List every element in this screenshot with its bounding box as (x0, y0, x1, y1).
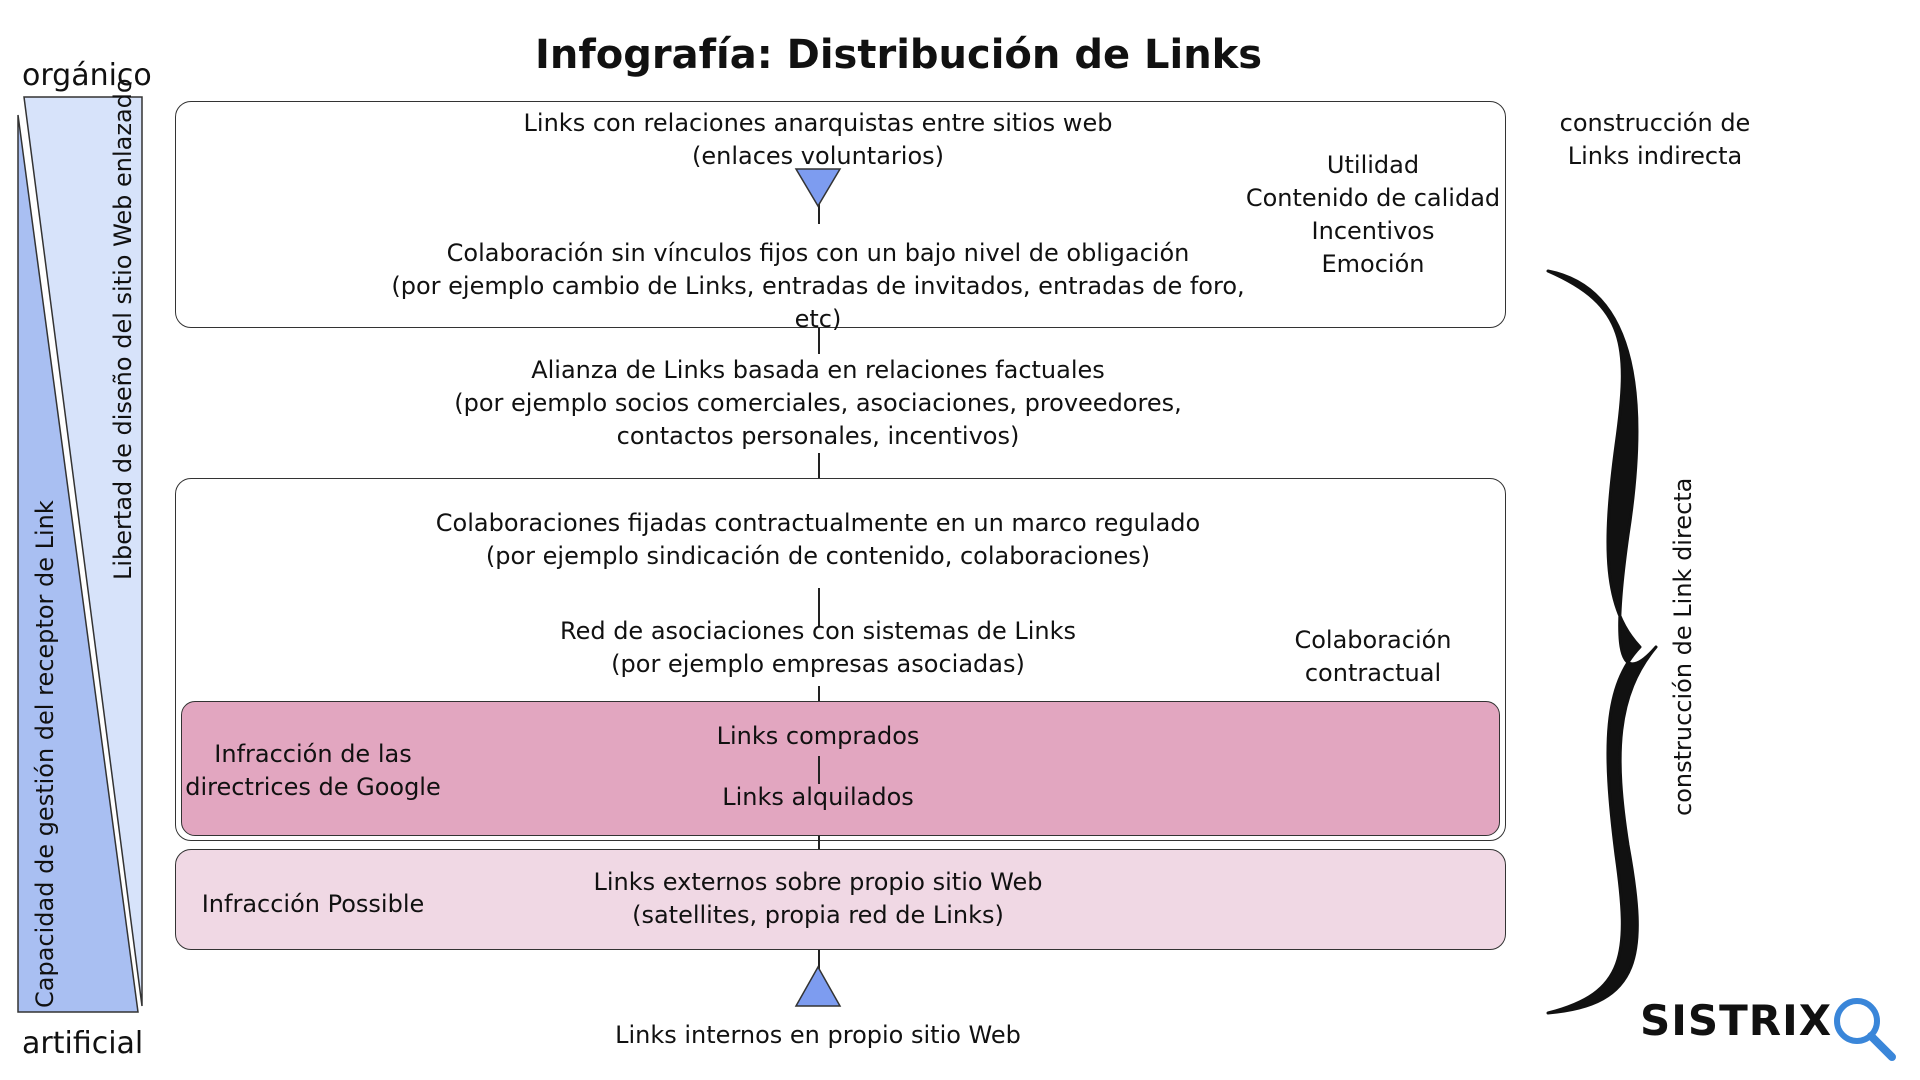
curly-brace-icon (1546, 269, 1658, 1015)
level-bought-links: Links comprados (716, 722, 920, 750)
direct-link-building-label: construcción de Link directa (1669, 477, 1697, 816)
scale-wedge (17, 96, 143, 1013)
connector (818, 200, 820, 224)
connector (818, 588, 820, 626)
indirect-link-building-label: construcción de Links indirecta (1559, 109, 1751, 170)
level-rented-links: Links alquilados (722, 783, 914, 811)
possible-violation-note: Infracción Possible (201, 890, 425, 918)
level-factual-alliance: Alianza de Links basada en relaciones fa… (418, 354, 1218, 453)
box-google-violation (181, 701, 1500, 836)
level-own-external-links: Links externos sobre propio sitio Web (s… (593, 868, 1043, 929)
scale-bottom-label: artificial (22, 1026, 144, 1061)
level-loose-collaboration: Colaboración sin vínculos fijos con un b… (391, 239, 1245, 333)
up-triangle-icon (794, 965, 842, 1007)
level-internal-links: Links internos en propio sitio Web (615, 1021, 1021, 1049)
connector (818, 756, 820, 784)
box-voluntary (175, 101, 1506, 328)
motivations-note: Utilidad Contenido de calidad Incentivos… (1245, 151, 1501, 278)
connector (818, 328, 820, 362)
box-possible-violation (175, 849, 1506, 950)
wedge-inner-label: Libertad de diseño del sitio Web enlazad… (109, 78, 137, 580)
level-voluntary-links: Links con relaciones anarquistas entre s… (523, 109, 1113, 170)
page-title: Infografía: Distribución de Links (535, 32, 1263, 78)
logo-text: SISTRIX (1640, 996, 1833, 1045)
sistrix-logo: SISTRIX (1640, 995, 1902, 1065)
connector (818, 450, 820, 478)
down-triangle-icon (794, 168, 842, 208)
magnifier-icon (1834, 998, 1896, 1061)
level-partner-network: Red de asociaciones con sistemas de Link… (559, 617, 1077, 678)
connector (818, 686, 820, 701)
connector (818, 950, 820, 972)
google-violation-note: Infracción de las directrices de Google (185, 740, 441, 801)
connector (818, 836, 820, 849)
contract-note: Colaboración contractual (1294, 626, 1452, 687)
wedge-outer-label: Capacidad de gestión del receptor de Lin… (31, 500, 59, 1008)
wedge-inner (23, 96, 143, 1007)
level-contractual-collaboration: Colaboraciones fijadas contractualmente … (435, 509, 1201, 570)
wedge-outer (17, 114, 139, 1013)
scale-top-label: orgánico (22, 58, 152, 93)
